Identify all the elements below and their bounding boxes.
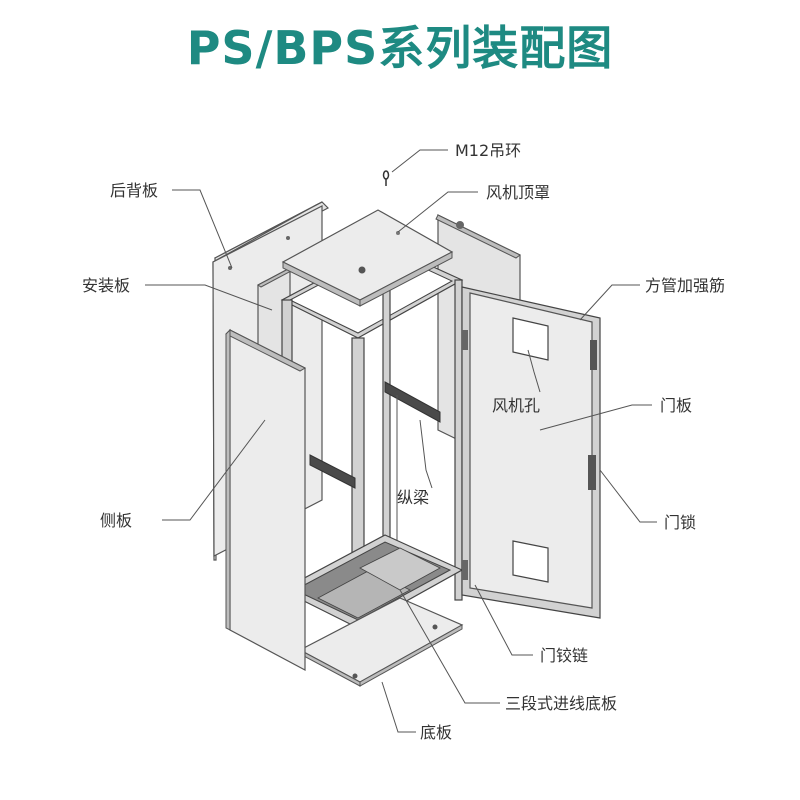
label-square-tube-rib: 方管加强筋 (645, 276, 725, 295)
door-shape (461, 286, 601, 619)
label-door-panel: 门板 (660, 396, 692, 415)
eye-bolt (382, 170, 390, 186)
label-door-lock: 门锁 (664, 513, 696, 532)
label-fan-top-cover: 风机顶罩 (486, 183, 550, 202)
label-bottom-plate: 底板 (420, 723, 452, 742)
label-mounting-plate: 安装板 (82, 276, 130, 295)
label-back-panel: 后背板 (110, 181, 158, 200)
bottom-plate-shape (298, 597, 464, 687)
fan-top-cover-shape (281, 209, 454, 307)
label-fan-hole: 风机孔 (492, 396, 540, 415)
label-side-panel: 侧板 (100, 511, 132, 530)
page-title: PS/BPS系列装配图 (186, 21, 614, 75)
label-hanging-ring: M12吊环 (455, 141, 521, 160)
label-cable-entry-plate: 三段式进线底板 (505, 694, 617, 713)
label-door-hinge: 门铰链 (540, 646, 588, 665)
leader-lines (145, 149, 657, 733)
label-vertical-beam: 纵梁 (397, 488, 429, 507)
side-panel-shape (225, 328, 307, 671)
